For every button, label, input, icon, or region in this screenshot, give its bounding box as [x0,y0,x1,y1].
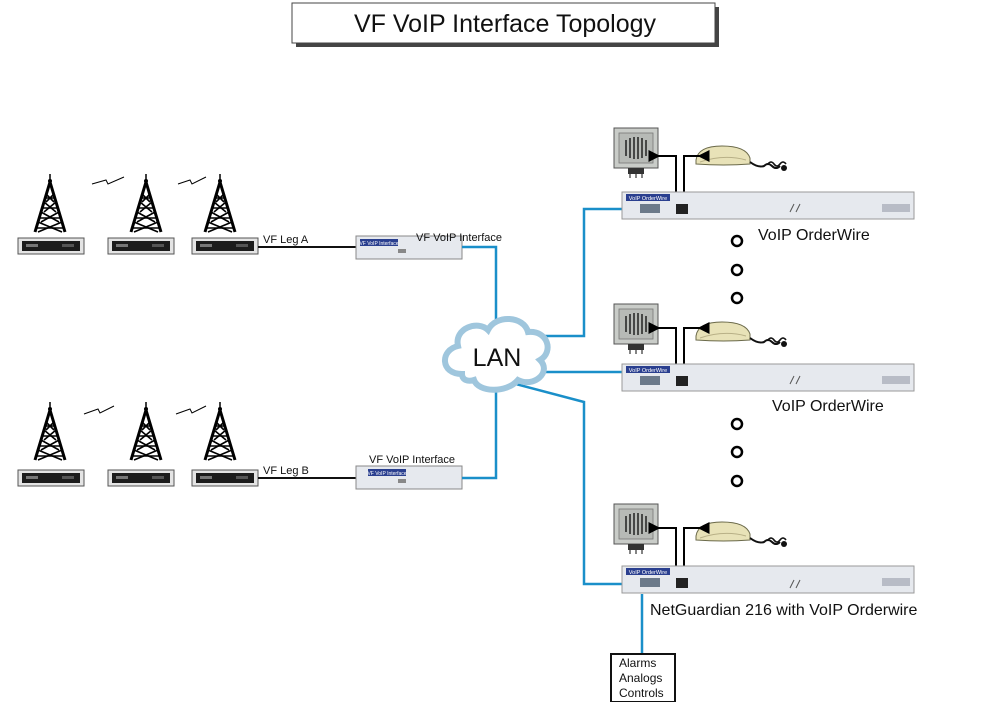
orderwire-device: VoIP OrderWire [621,363,915,392]
telephone-handset-icon [695,521,788,548]
orderwire-station-2: VoIP OrderWire VoIP OrderWire [613,303,915,415]
radio-tower-icon [129,172,163,234]
link-leg-a-lan [462,245,498,332]
radio-device [17,237,85,255]
lan-links [462,207,644,654]
vf-voip-interface-device: VF VoIP Interface [355,465,463,490]
radio-tower-icon [203,172,237,234]
radio-device [107,469,175,487]
radio-device [191,469,259,487]
orderwire-device: VoIP OrderWire [621,191,915,220]
vf-voip-interface-label: VF VoIP Interface [369,454,455,466]
wireless-link-icon [177,176,207,185]
radio-tower-icon [33,172,67,234]
radio-tower-icon [129,400,163,462]
ellipsis-dot-icon [730,445,744,459]
radio-tower-icon [203,400,237,462]
telephone-handset-icon [695,321,788,348]
wireless-link-icon [175,405,207,415]
svg-text:VF VoIP Interface: VF VoIP Interface [367,471,406,477]
link-leg-b-lan [462,382,498,480]
ellipsis-dot-icon [730,474,744,488]
io-box: Alarms Analogs Controls [610,653,676,702]
orderwire-label: VoIP OrderWire [772,398,884,415]
diagram-title: VF VoIP Interface Topology [354,10,657,38]
radio-tower-icon [33,400,67,462]
radio-device [107,237,175,255]
svg-text:VoIP OrderWire: VoIP OrderWire [629,368,667,374]
link-lan-orderwire-3 [507,380,626,586]
radio-device [17,469,85,487]
radio-device [191,237,259,255]
io-box-line: Controls [619,686,664,700]
ellipsis-dot-icon [730,263,744,277]
telephone-handset-icon [695,145,788,172]
lan-cloud: LAN [442,316,551,393]
title-box: VF VoIP Interface Topology [291,2,719,47]
lan-label: LAN [473,344,522,372]
vf-leg-b-label: VF Leg B [263,465,309,477]
svg-text:VF VoIP Interface: VF VoIP Interface [359,241,398,247]
orderwire-station-3: VoIP OrderWire NetGuardian 216 with VoIP… [613,503,918,619]
netguardian-label: NetGuardian 216 with VoIP Orderwire [650,602,918,619]
ellipsis-dot-icon [730,417,744,431]
leg-b-group: VF Leg B VF VoIP Interface VF VoIP Inter… [17,400,463,490]
ellipsis-dot-icon [730,234,744,248]
vf-leg-a-label: VF Leg A [263,234,309,246]
continuation-dots [730,234,744,488]
netguardian-device: VoIP OrderWire [621,565,915,594]
vf-voip-interface-device: VF VoIP Interface [355,235,463,260]
ellipsis-dot-icon [730,291,744,305]
svg-text:VoIP OrderWire: VoIP OrderWire [629,570,667,576]
wireless-link-icon [91,176,125,185]
speaker-box-icon [613,303,659,355]
link-lan-orderwire-1 [530,207,626,338]
io-box-line: Alarms [619,656,656,670]
svg-text:VoIP OrderWire: VoIP OrderWire [629,196,667,202]
wireless-link-icon [83,405,115,415]
speaker-box-icon [613,127,659,179]
leg-a-group: VF Leg A VF VoIP Interface VF VoIP Inter… [17,172,502,260]
orderwire-label: VoIP OrderWire [758,227,870,244]
speaker-box-icon [613,503,659,555]
vf-voip-interface-label: VF VoIP Interface [416,232,502,244]
orderwire-station-1: VoIP OrderWire VoIP OrderWire [613,127,915,244]
io-box-line: Analogs [619,671,662,685]
